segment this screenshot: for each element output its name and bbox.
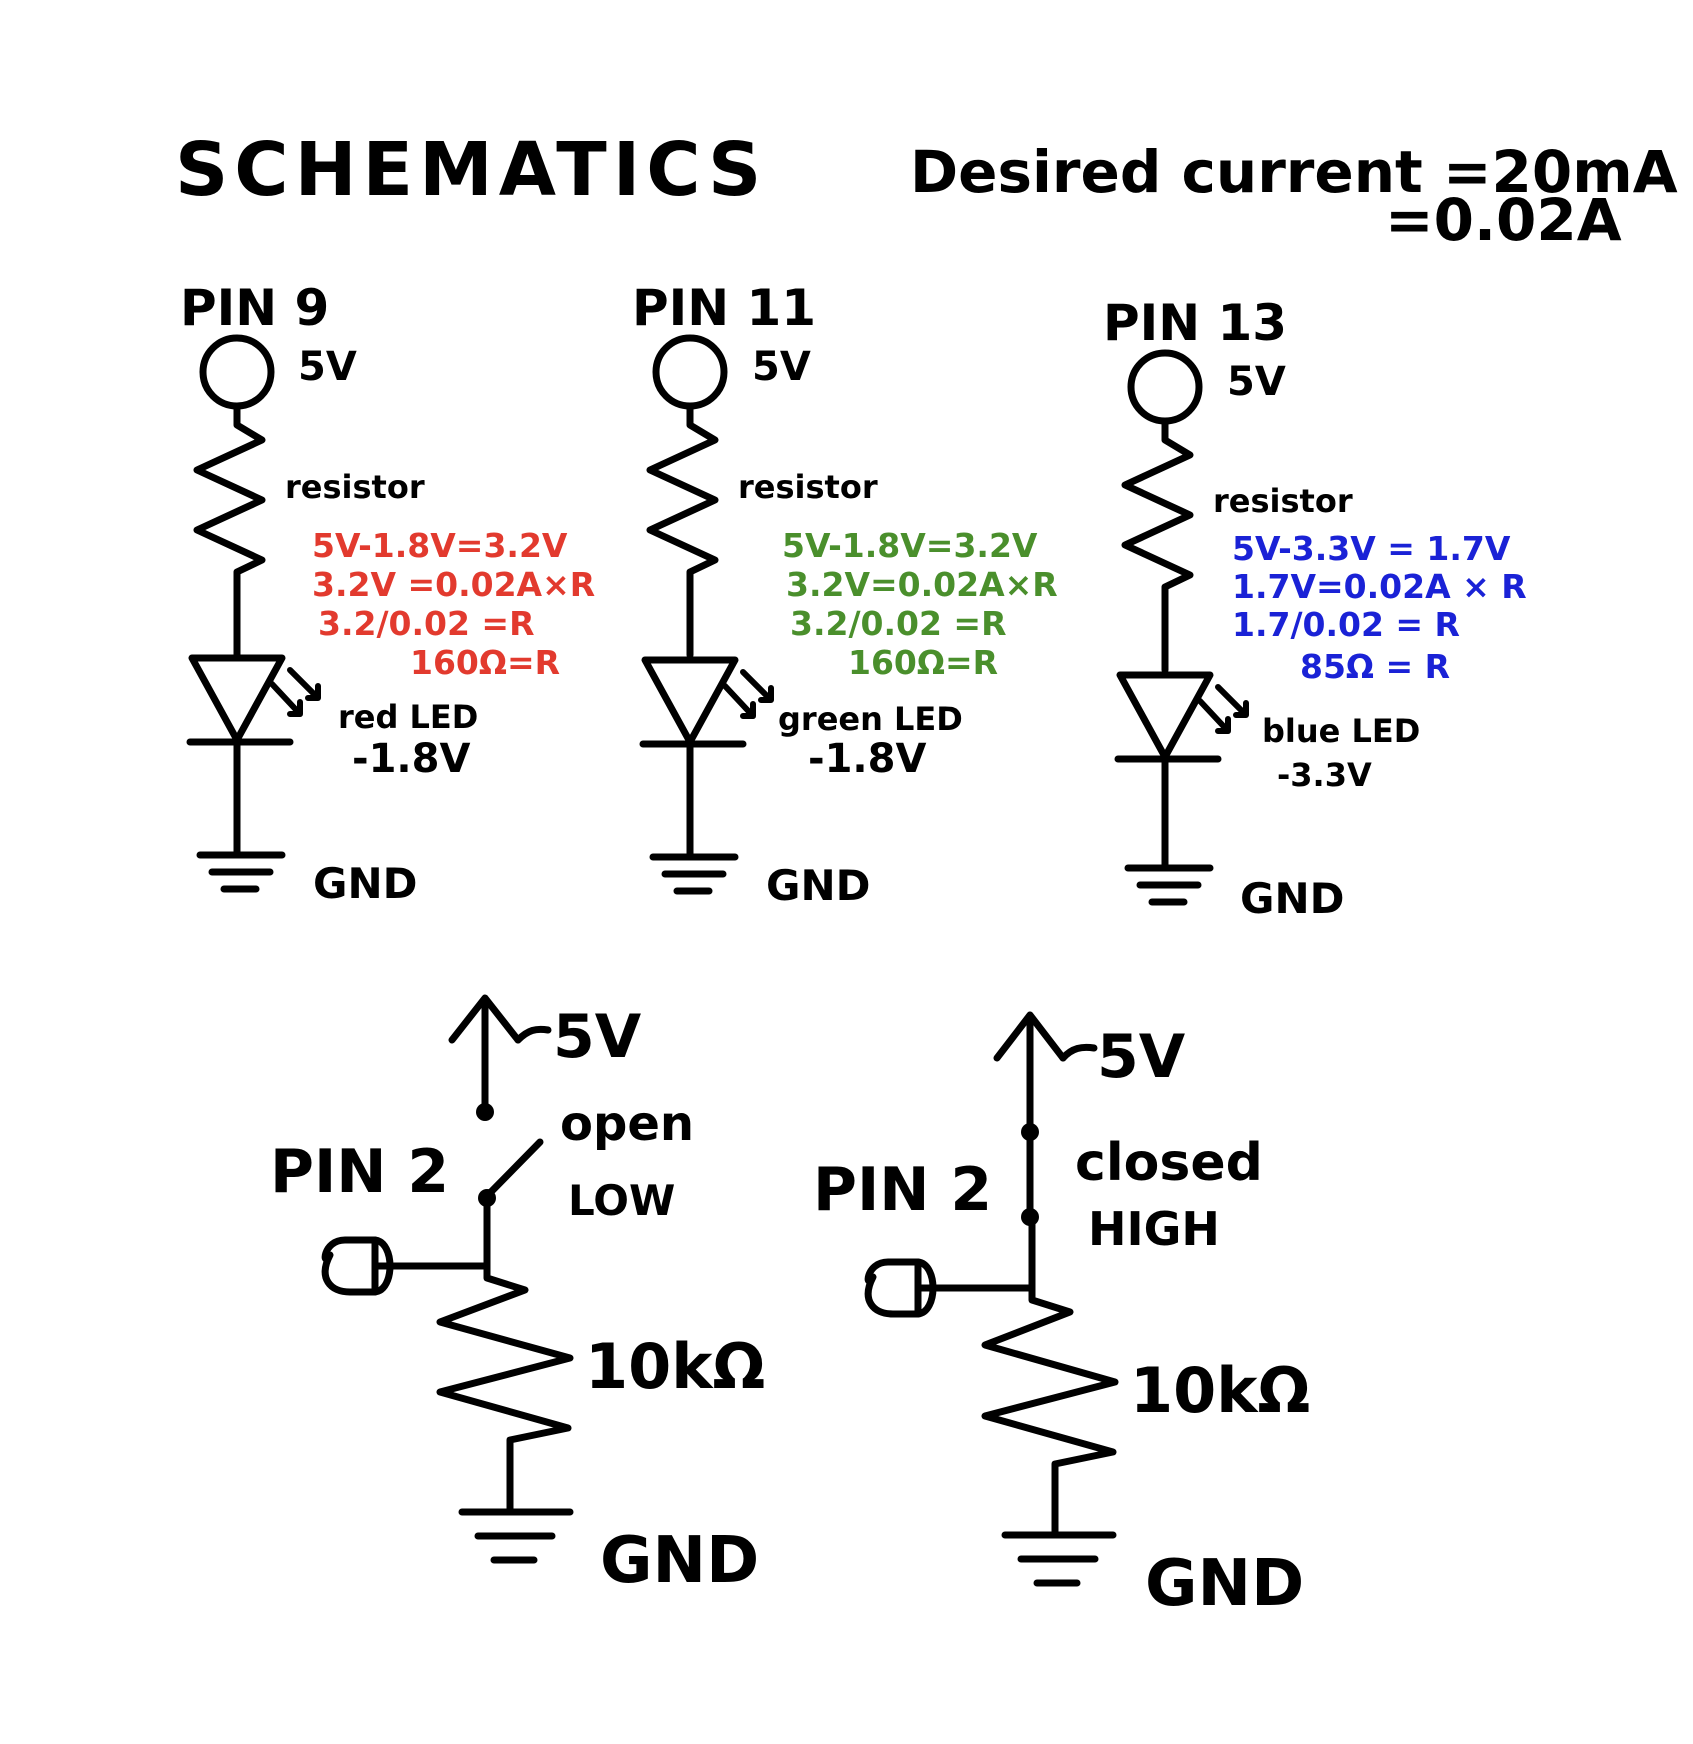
supply-arrow-icon bbox=[993, 1011, 1067, 1062]
supply-label: 5V bbox=[1227, 359, 1286, 405]
pin-terminal bbox=[199, 334, 275, 410]
emission-arrow-icon bbox=[1197, 698, 1231, 734]
ground-label: GND bbox=[766, 861, 871, 910]
switch-state-label: closed bbox=[1075, 1133, 1263, 1193]
ground-label: GND bbox=[313, 859, 418, 908]
led-diode-symbol bbox=[188, 654, 286, 744]
pin-terminal bbox=[1127, 349, 1203, 425]
switch-contact bbox=[1021, 1123, 1039, 1141]
resistor-label: resistor bbox=[738, 468, 878, 506]
led-label: green LED bbox=[778, 700, 963, 738]
resistor-label: resistor bbox=[1213, 482, 1353, 520]
emission-arrow-icon bbox=[1215, 684, 1249, 718]
resistor-symbol bbox=[1121, 417, 1194, 674]
switch-circuit-closed: 5V closed HIGH PIN 2 10kΩ GND bbox=[813, 1011, 1310, 1621]
calc-line: 1.7V=0.02A × R bbox=[1232, 567, 1527, 606]
calc-line: 85Ω = R bbox=[1300, 647, 1450, 686]
resistor-label: 10kΩ bbox=[1130, 1354, 1310, 1427]
resistor-symbol bbox=[436, 1264, 574, 1516]
logic-level-label: LOW bbox=[568, 1176, 675, 1225]
pin-label: PIN 11 bbox=[632, 279, 816, 337]
page-title: SCHEMATICS bbox=[175, 127, 767, 213]
calc-line: 3.2/0.02 =R bbox=[790, 604, 1006, 643]
calc-line: 3.2V=0.02A×R bbox=[786, 565, 1058, 604]
switch-lever bbox=[483, 1138, 544, 1200]
logic-level-label: HIGH bbox=[1088, 1202, 1220, 1256]
pin-terminal bbox=[864, 1258, 922, 1318]
switch-state-label: open bbox=[560, 1096, 694, 1152]
calc-line: 160Ω=R bbox=[848, 643, 998, 682]
pin-label: PIN 2 bbox=[813, 1155, 992, 1225]
led-circuit-pin11: PIN 11 5V resistor 5V-1.8V=3.2V 3.2V=0.0… bbox=[632, 279, 1058, 910]
calc-line: 5V-1.8V=3.2V bbox=[782, 526, 1038, 565]
led-drop-label: -1.8V bbox=[352, 736, 470, 782]
supply-tail bbox=[1059, 1043, 1098, 1062]
resistor-label: 10kΩ bbox=[585, 1330, 765, 1403]
supply-label: 5V bbox=[752, 344, 811, 390]
pin-label: PIN 2 bbox=[270, 1137, 449, 1207]
led-label: blue LED bbox=[1262, 712, 1420, 750]
led-drop-label: -1.8V bbox=[808, 736, 926, 782]
calc-line: 3.2/0.02 =R bbox=[318, 604, 534, 643]
resistor-label: resistor bbox=[285, 468, 425, 506]
emission-arrow-icon bbox=[722, 683, 756, 719]
emission-arrow-icon bbox=[269, 681, 303, 717]
led-drop-label: -3.3V bbox=[1277, 756, 1372, 794]
led-label: red LED bbox=[338, 698, 478, 736]
supply-label: 5V bbox=[1097, 1022, 1186, 1092]
led-circuit-pin9: PIN 9 5V resistor 5V-1.8V=3.2V 3.2V =0.0… bbox=[180, 279, 595, 908]
pin-label: PIN 13 bbox=[1103, 294, 1287, 352]
supply-tail bbox=[514, 1025, 552, 1044]
emission-arrow-icon bbox=[287, 667, 321, 701]
calc-line: 1.7/0.02 = R bbox=[1232, 605, 1460, 644]
switch-contact bbox=[476, 1103, 494, 1121]
pin-label: PIN 9 bbox=[180, 279, 329, 337]
calc-line: 5V-3.3V = 1.7V bbox=[1232, 529, 1511, 568]
resistor-symbol bbox=[193, 402, 266, 659]
desired-current-line2: =0.02A bbox=[1385, 186, 1622, 254]
emission-arrow-icon bbox=[740, 669, 774, 703]
resistor-symbol bbox=[981, 1286, 1119, 1539]
ground-label: GND bbox=[1240, 874, 1345, 923]
led-diode-symbol bbox=[1116, 671, 1214, 761]
calc-line: 3.2V =0.02A×R bbox=[312, 565, 595, 604]
led-diode-symbol bbox=[641, 656, 739, 746]
supply-label: 5V bbox=[298, 344, 357, 390]
supply-arrow-icon bbox=[448, 994, 522, 1044]
pin-terminal bbox=[652, 334, 728, 410]
ground-label: GND bbox=[600, 1524, 759, 1598]
desired-current-line1: Desired current =20mA bbox=[910, 138, 1678, 206]
switch-circuit-open: 5V open LOW PIN 2 10kΩ GND bbox=[270, 994, 765, 1598]
led-circuit-pin13: PIN 13 5V resistor 5V-3.3V = 1.7V 1.7V=0… bbox=[1103, 294, 1527, 923]
resistor-symbol bbox=[646, 402, 719, 659]
calc-line: 5V-1.8V=3.2V bbox=[312, 526, 568, 565]
ground-label: GND bbox=[1145, 1547, 1304, 1621]
supply-label: 5V bbox=[553, 1002, 642, 1072]
pin-terminal bbox=[321, 1236, 379, 1296]
calc-line: 160Ω=R bbox=[410, 643, 560, 682]
